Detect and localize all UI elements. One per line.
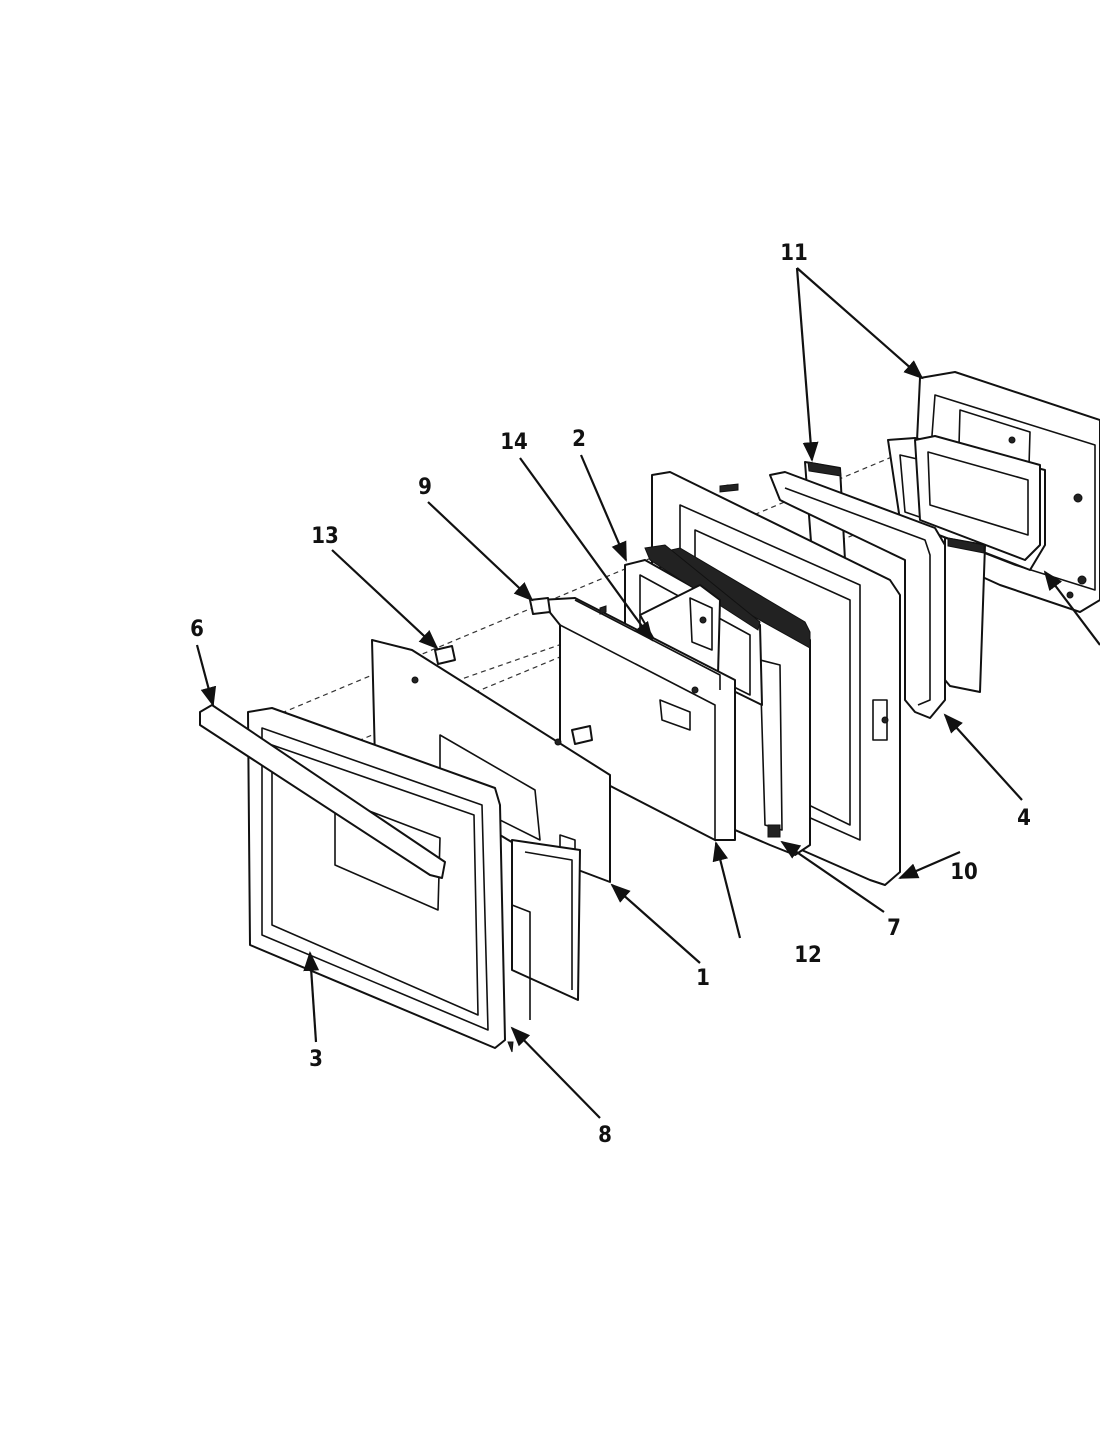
leader-5 xyxy=(1043,570,1100,646)
callout-labels: 6 13 9 14 2 11 4 10 7 12 1 3 8 xyxy=(190,241,1031,1148)
callout-1: 1 xyxy=(696,966,710,991)
callout-11: 11 xyxy=(780,241,808,266)
leader-7 xyxy=(780,840,885,913)
leader-9 xyxy=(427,501,534,602)
callout-13: 13 xyxy=(311,524,339,549)
callout-3: 3 xyxy=(309,1047,323,1072)
part-spacer xyxy=(434,645,593,745)
callout-8: 6 xyxy=(190,617,204,642)
leader-3 xyxy=(303,951,320,1043)
leader-14 xyxy=(519,457,654,642)
leader-4 xyxy=(943,713,1023,801)
leader-lines xyxy=(195,267,1100,1119)
leader-2 xyxy=(579,454,628,562)
part-door-liner xyxy=(539,597,736,841)
callout-10: 10 xyxy=(950,860,978,885)
callout-4: 4 xyxy=(1017,806,1031,831)
callout-14: 14 xyxy=(500,430,528,455)
leader-13 xyxy=(331,549,439,650)
leader-1 xyxy=(610,883,701,964)
part-clip xyxy=(529,597,551,615)
part-window-pack xyxy=(887,435,1046,571)
callout-2: 2 xyxy=(572,427,586,452)
part-insulation-pad xyxy=(944,537,986,693)
callout-9: 9 xyxy=(418,475,432,500)
part-door-gasket xyxy=(769,471,946,719)
leader-11b xyxy=(796,267,924,380)
leader-11a xyxy=(795,267,819,462)
part-lower-panel xyxy=(507,839,581,1053)
callout-7: 7 xyxy=(887,916,901,941)
leader-10 xyxy=(898,850,961,880)
callout-6: 8 xyxy=(598,1123,612,1148)
leader-8 xyxy=(195,644,217,707)
leader-6 xyxy=(510,1026,601,1119)
leader-12 xyxy=(712,841,742,939)
callout-12: 12 xyxy=(794,943,822,968)
